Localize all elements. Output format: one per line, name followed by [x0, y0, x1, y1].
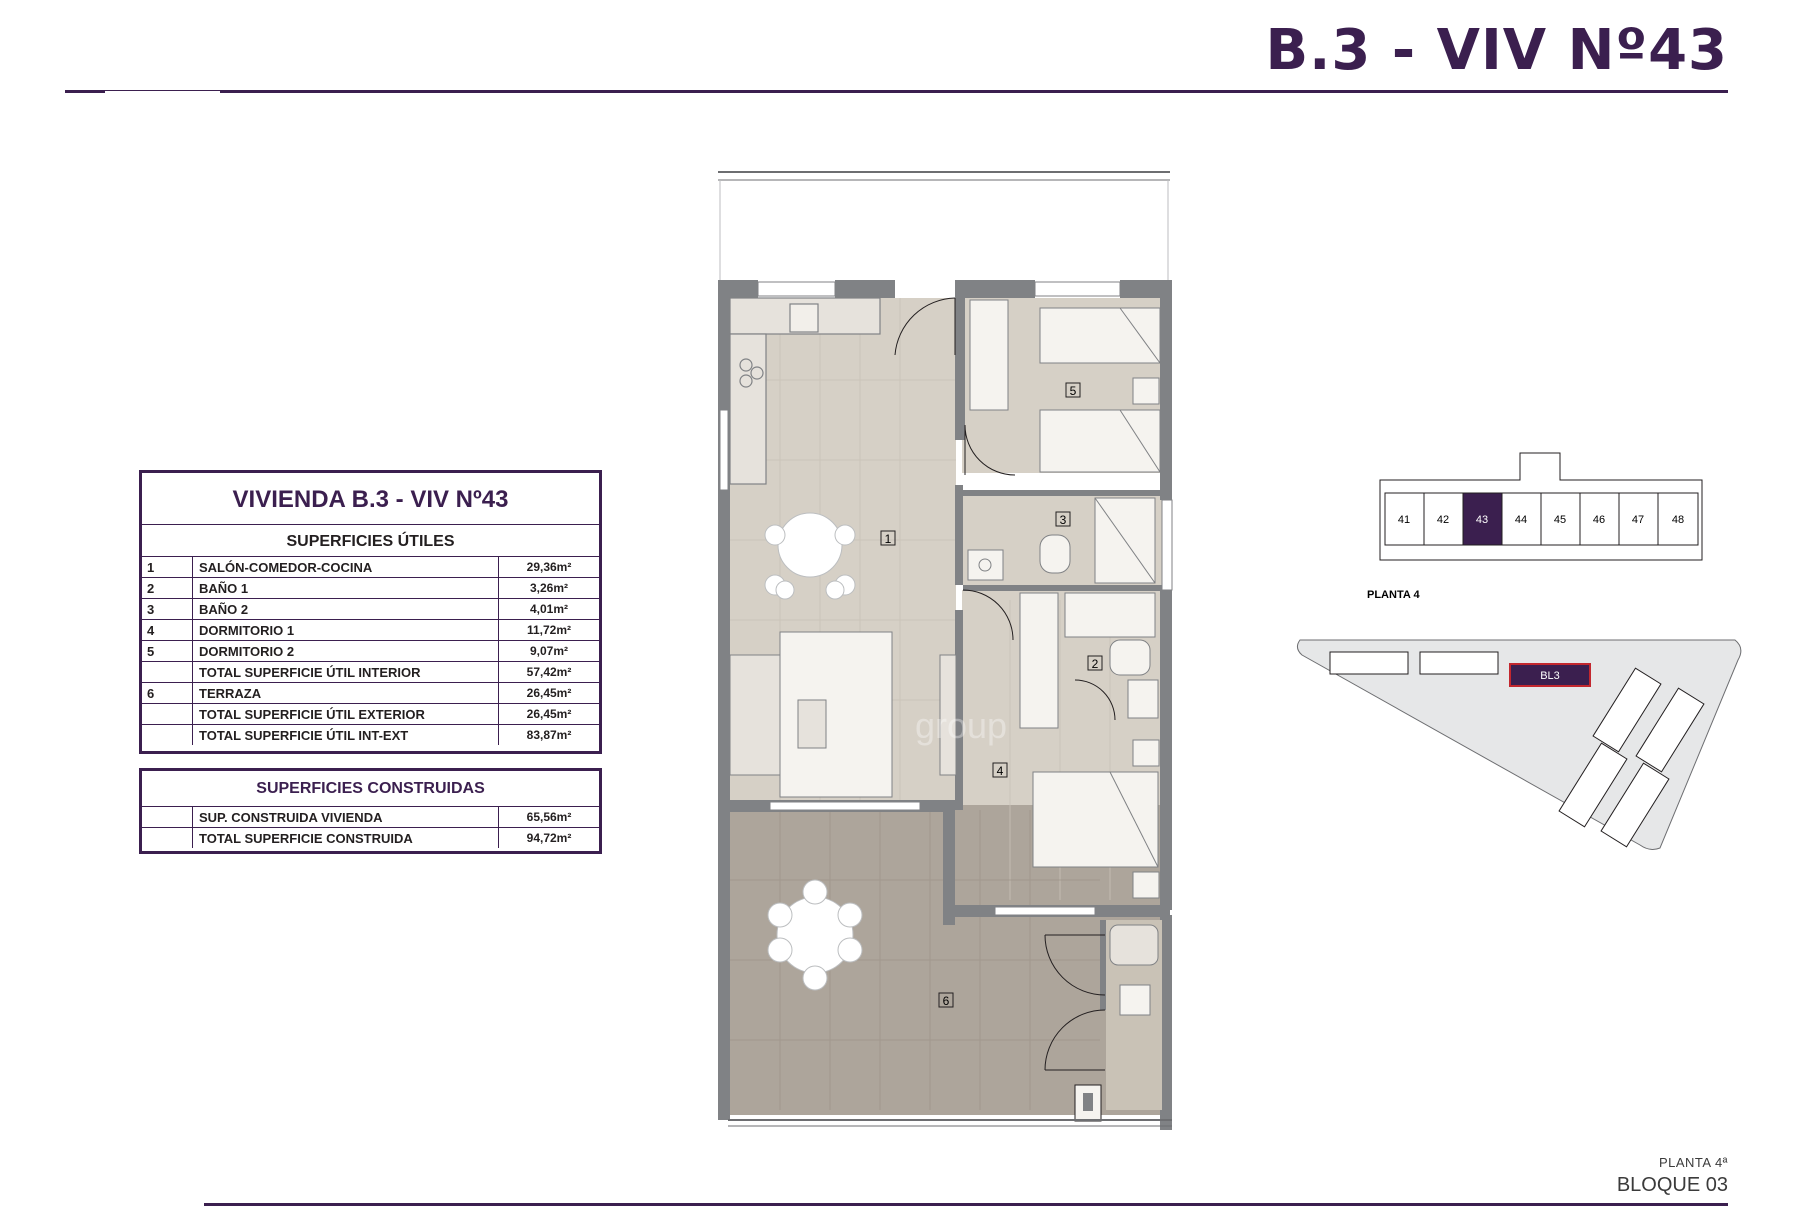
site-block-label: BL3	[1540, 670, 1560, 682]
room-tag-2: 2	[1092, 657, 1099, 671]
row-number: 1	[147, 559, 155, 575]
top-balcony	[718, 171, 1170, 280]
surface-name: SUP. CONSTRUIDA VIVIENDA	[192, 807, 498, 827]
key-plan: 41 42 43 44 45 46 47 48 PLANTA 4	[1367, 452, 1703, 601]
unit-label: 47	[1632, 514, 1644, 526]
block-label: BLOQUE 03	[1616, 1174, 1728, 1196]
site-buildings	[1329, 651, 1705, 848]
key-plan-caption: PLANTA 4	[1367, 589, 1420, 601]
room-name: DORMITORIO 2	[192, 641, 498, 661]
header-rule-thin	[105, 90, 220, 91]
unit-label: 45	[1554, 514, 1566, 526]
useful-surfaces-heading: SUPERFICIES ÚTILES	[142, 524, 599, 556]
unit-label: 41	[1398, 514, 1410, 526]
room-name: BAÑO 2	[192, 599, 498, 619]
useful-surfaces-table: VIVIENDA B.3 - VIV Nº43 SUPERFICIES ÚTIL…	[139, 470, 602, 754]
room-name: SALÓN-COMEDOR-COCINA	[192, 557, 498, 577]
row-number	[142, 725, 192, 745]
room-name: TOTAL SUPERFICIE ÚTIL EXTERIOR	[192, 704, 498, 724]
floor-label: PLANTA 4ª	[1658, 1155, 1728, 1170]
room-area: 29,36m²	[498, 557, 599, 577]
room-name: TOTAL SUPERFICIE ÚTIL INTERIOR	[192, 662, 498, 682]
bathroom-3-fixtures	[967, 497, 1156, 584]
room-area: 9,07m²	[498, 641, 599, 661]
bedroom-twin-furniture	[969, 299, 1161, 473]
doors	[894, 297, 1116, 1071]
site-block-highlighted	[1509, 663, 1591, 687]
row-number: 4	[147, 622, 155, 638]
site-plan: BL3	[1296, 639, 1742, 850]
room-area: 26,45m²	[498, 683, 599, 703]
windows	[719, 281, 1173, 916]
room-name: TERRAZA	[192, 683, 498, 703]
bathroom-2-fixtures	[1064, 592, 1159, 719]
row-number	[142, 828, 192, 848]
surface-area: 94,72m²	[498, 828, 599, 848]
header-rule	[65, 90, 1728, 93]
room-area: 4,01m²	[498, 599, 599, 619]
footer-rule	[204, 1203, 1728, 1206]
row-number: 5	[147, 643, 155, 659]
header-rule-gap	[105, 90, 220, 93]
dining-table	[764, 512, 856, 600]
surface-area: 65,56m²	[498, 807, 599, 827]
room-tag-6: 6	[943, 994, 950, 1008]
dwelling-title: VIVIENDA B.3 - VIV Nº43	[232, 486, 509, 513]
built-surfaces-heading: SUPERFICIES CONSTRUIDAS	[256, 780, 485, 797]
built-surfaces-table: SUPERFICIES CONSTRUIDAS SUP. CONSTRUIDA …	[139, 768, 602, 854]
room-area: 11,72m²	[498, 620, 599, 640]
room-tag-5: 5	[1070, 384, 1077, 398]
kitchen-counter	[729, 297, 881, 485]
room-name: DORMITORIO 1	[192, 620, 498, 640]
room-name: BAÑO 1	[192, 578, 498, 598]
row-number	[142, 807, 192, 827]
bedroom-double-furniture	[1019, 592, 1160, 899]
unit-label-highlighted: 43	[1476, 514, 1488, 526]
page-title: B.3 - VIV Nº43	[1265, 18, 1728, 83]
unit-label: 42	[1437, 514, 1449, 526]
room-area: 3,26m²	[498, 578, 599, 598]
watermark: group	[915, 705, 1007, 746]
room-tag-4: 4	[997, 764, 1004, 778]
row-number	[142, 704, 192, 724]
room-area: 57,42m²	[498, 662, 599, 682]
row-number: 6	[147, 685, 155, 701]
terrace-table	[767, 879, 863, 991]
row-number	[142, 662, 192, 682]
terrace-railing	[728, 1119, 1172, 1127]
room-name: TOTAL SUPERFICIE ÚTIL INT-EXT	[192, 725, 498, 745]
room-area: 26,45m²	[498, 704, 599, 724]
room-tag-3: 3	[1060, 513, 1067, 527]
unit-cells	[1384, 492, 1699, 546]
room-area: 83,87m²	[498, 725, 599, 745]
laundry-area	[1074, 920, 1162, 1122]
floor-plan: 1 2 3 4 5 6 group	[718, 171, 1173, 1130]
living-furniture	[729, 631, 957, 798]
unit-label: 48	[1672, 514, 1684, 526]
unit-label: 44	[1515, 514, 1527, 526]
row-number: 2	[147, 580, 155, 596]
room-tag-1: 1	[885, 532, 892, 546]
surface-name: TOTAL SUPERFICIE CONSTRUIDA	[192, 828, 498, 848]
row-number: 3	[147, 601, 155, 617]
unit-label: 46	[1593, 514, 1605, 526]
room-tags: 1 2 3 4 5 6	[880, 382, 1103, 1008]
